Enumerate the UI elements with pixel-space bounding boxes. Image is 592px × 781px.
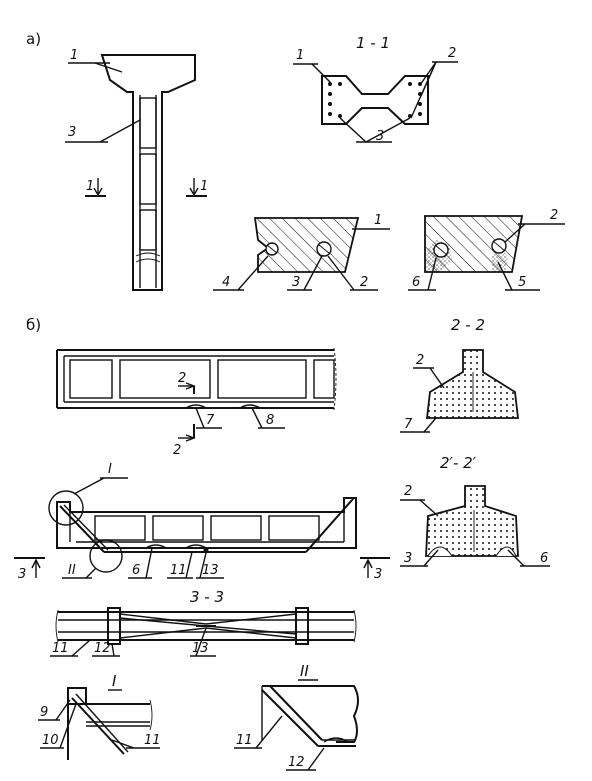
svg-text:6: 6 bbox=[132, 563, 140, 578]
svg-text:13: 13 bbox=[202, 563, 219, 578]
callout-chordA-4: 4 bbox=[213, 255, 269, 291]
svg-text:2: 2 bbox=[178, 371, 186, 386]
truss-elevation-2 bbox=[48, 490, 357, 573]
callout-s22-2: 2 bbox=[413, 353, 445, 389]
callout-truss2-I: I bbox=[73, 462, 128, 495]
section-1-1-title: 1 - 1 bbox=[356, 34, 390, 52]
callout-detII-12: 12 bbox=[286, 747, 325, 771]
svg-text:7: 7 bbox=[404, 417, 413, 432]
svg-text:7: 7 bbox=[206, 413, 215, 428]
detail-I-title: I bbox=[112, 672, 117, 690]
cut-mark-2-2: 2 2 bbox=[173, 371, 196, 458]
callout-chordB-5: 5 bbox=[497, 261, 540, 291]
svg-text:2: 2 bbox=[173, 443, 181, 458]
svg-text:3: 3 bbox=[404, 551, 412, 566]
callout-s22p-2: 2 bbox=[400, 484, 439, 517]
callout-truss1-8: 8 bbox=[251, 407, 285, 429]
callout-s33-13: 13 bbox=[190, 627, 216, 657]
section-2p-2p-title: 2′- 2′ bbox=[440, 454, 477, 472]
svg-text:6: 6 bbox=[412, 275, 420, 290]
callout-s22p-3: 3 bbox=[400, 549, 439, 567]
svg-text:12: 12 bbox=[94, 641, 111, 656]
svg-text:5: 5 bbox=[518, 275, 526, 290]
svg-text:12: 12 bbox=[288, 755, 305, 770]
svg-text:11: 11 bbox=[170, 563, 187, 578]
svg-text:3: 3 bbox=[68, 125, 76, 140]
svg-text:10: 10 bbox=[42, 733, 59, 748]
svg-text:6: 6 bbox=[540, 551, 548, 566]
svg-text:8: 8 bbox=[266, 413, 274, 428]
callout-chordB-6: 6 bbox=[408, 257, 437, 291]
svg-text:2: 2 bbox=[416, 353, 424, 368]
svg-text:13: 13 bbox=[192, 641, 209, 656]
part-b-label: б) bbox=[26, 316, 41, 334]
section-3-3 bbox=[55, 607, 357, 645]
svg-text:2: 2 bbox=[448, 46, 456, 61]
callout-s11-2: 2 bbox=[410, 46, 458, 119]
callout-truss1-7: 7 bbox=[195, 407, 222, 429]
callout-truss2-11: 11 bbox=[167, 551, 193, 579]
part-a-label: а) bbox=[26, 30, 41, 48]
callout-chordA-2: 2 bbox=[327, 255, 378, 291]
callout-s11-1: 1 bbox=[293, 48, 331, 83]
callout-truss2-6: 6 bbox=[128, 547, 153, 579]
chord-section-a bbox=[253, 217, 360, 273]
column-elevation bbox=[100, 54, 196, 291]
svg-text:11: 11 bbox=[52, 641, 69, 656]
callout-s11-3: 3 bbox=[339, 117, 411, 144]
callout-truss2-13: 13 bbox=[196, 552, 224, 579]
cut-mark-1-1: 1 1 bbox=[85, 178, 208, 197]
truss-elevation-1 bbox=[56, 347, 337, 411]
section-2p-2p bbox=[425, 485, 519, 557]
section-3-3-title: 3 - 3 bbox=[190, 588, 224, 606]
callout-a-col-3: 3 bbox=[65, 119, 141, 143]
svg-text:1: 1 bbox=[296, 48, 304, 63]
svg-text:3: 3 bbox=[376, 129, 384, 144]
callout-s33-11: 11 bbox=[50, 639, 91, 657]
svg-text:4: 4 bbox=[222, 275, 230, 290]
svg-text:I: I bbox=[108, 462, 112, 477]
detail-II-title: II bbox=[300, 662, 309, 680]
detail-I bbox=[67, 687, 153, 760]
detail-II bbox=[261, 685, 359, 747]
cut-mark-3-3: 3 3 bbox=[14, 557, 390, 582]
callout-detI-11: 11 bbox=[111, 733, 161, 749]
callout-truss2-II: II bbox=[62, 563, 97, 579]
svg-text:1: 1 bbox=[374, 213, 382, 228]
svg-text:9: 9 bbox=[40, 705, 48, 720]
callout-s22p-6: 6 bbox=[507, 549, 550, 567]
svg-text:11: 11 bbox=[144, 733, 161, 748]
callout-detII-11: 11 bbox=[234, 715, 283, 749]
callout-detI-10: 10 bbox=[40, 703, 77, 749]
chord-section-b bbox=[424, 215, 524, 273]
svg-text:1: 1 bbox=[200, 179, 208, 194]
callout-a-col-1: 1 bbox=[68, 48, 123, 73]
callout-chordA-1: 1 bbox=[352, 213, 390, 230]
callout-s22-7: 7 bbox=[400, 417, 437, 433]
callout-s33-12: 12 bbox=[92, 641, 120, 657]
callout-detI-9: 9 bbox=[38, 699, 71, 721]
svg-text:1: 1 bbox=[70, 48, 78, 63]
callout-chordB-2: 2 bbox=[504, 208, 565, 243]
section-2-2 bbox=[425, 349, 520, 419]
svg-text:2: 2 bbox=[550, 208, 558, 223]
svg-text:2: 2 bbox=[404, 484, 412, 499]
section-2-2-title: 2 - 2 bbox=[451, 316, 485, 334]
svg-text:3: 3 bbox=[18, 567, 26, 582]
svg-text:11: 11 bbox=[236, 733, 253, 748]
svg-text:1: 1 bbox=[86, 179, 94, 194]
svg-text:2: 2 bbox=[360, 275, 368, 290]
svg-text:3: 3 bbox=[292, 275, 300, 290]
svg-text:II: II bbox=[68, 563, 76, 578]
callout-chordA-3: 3 bbox=[287, 255, 323, 291]
svg-text:3: 3 bbox=[374, 567, 382, 582]
